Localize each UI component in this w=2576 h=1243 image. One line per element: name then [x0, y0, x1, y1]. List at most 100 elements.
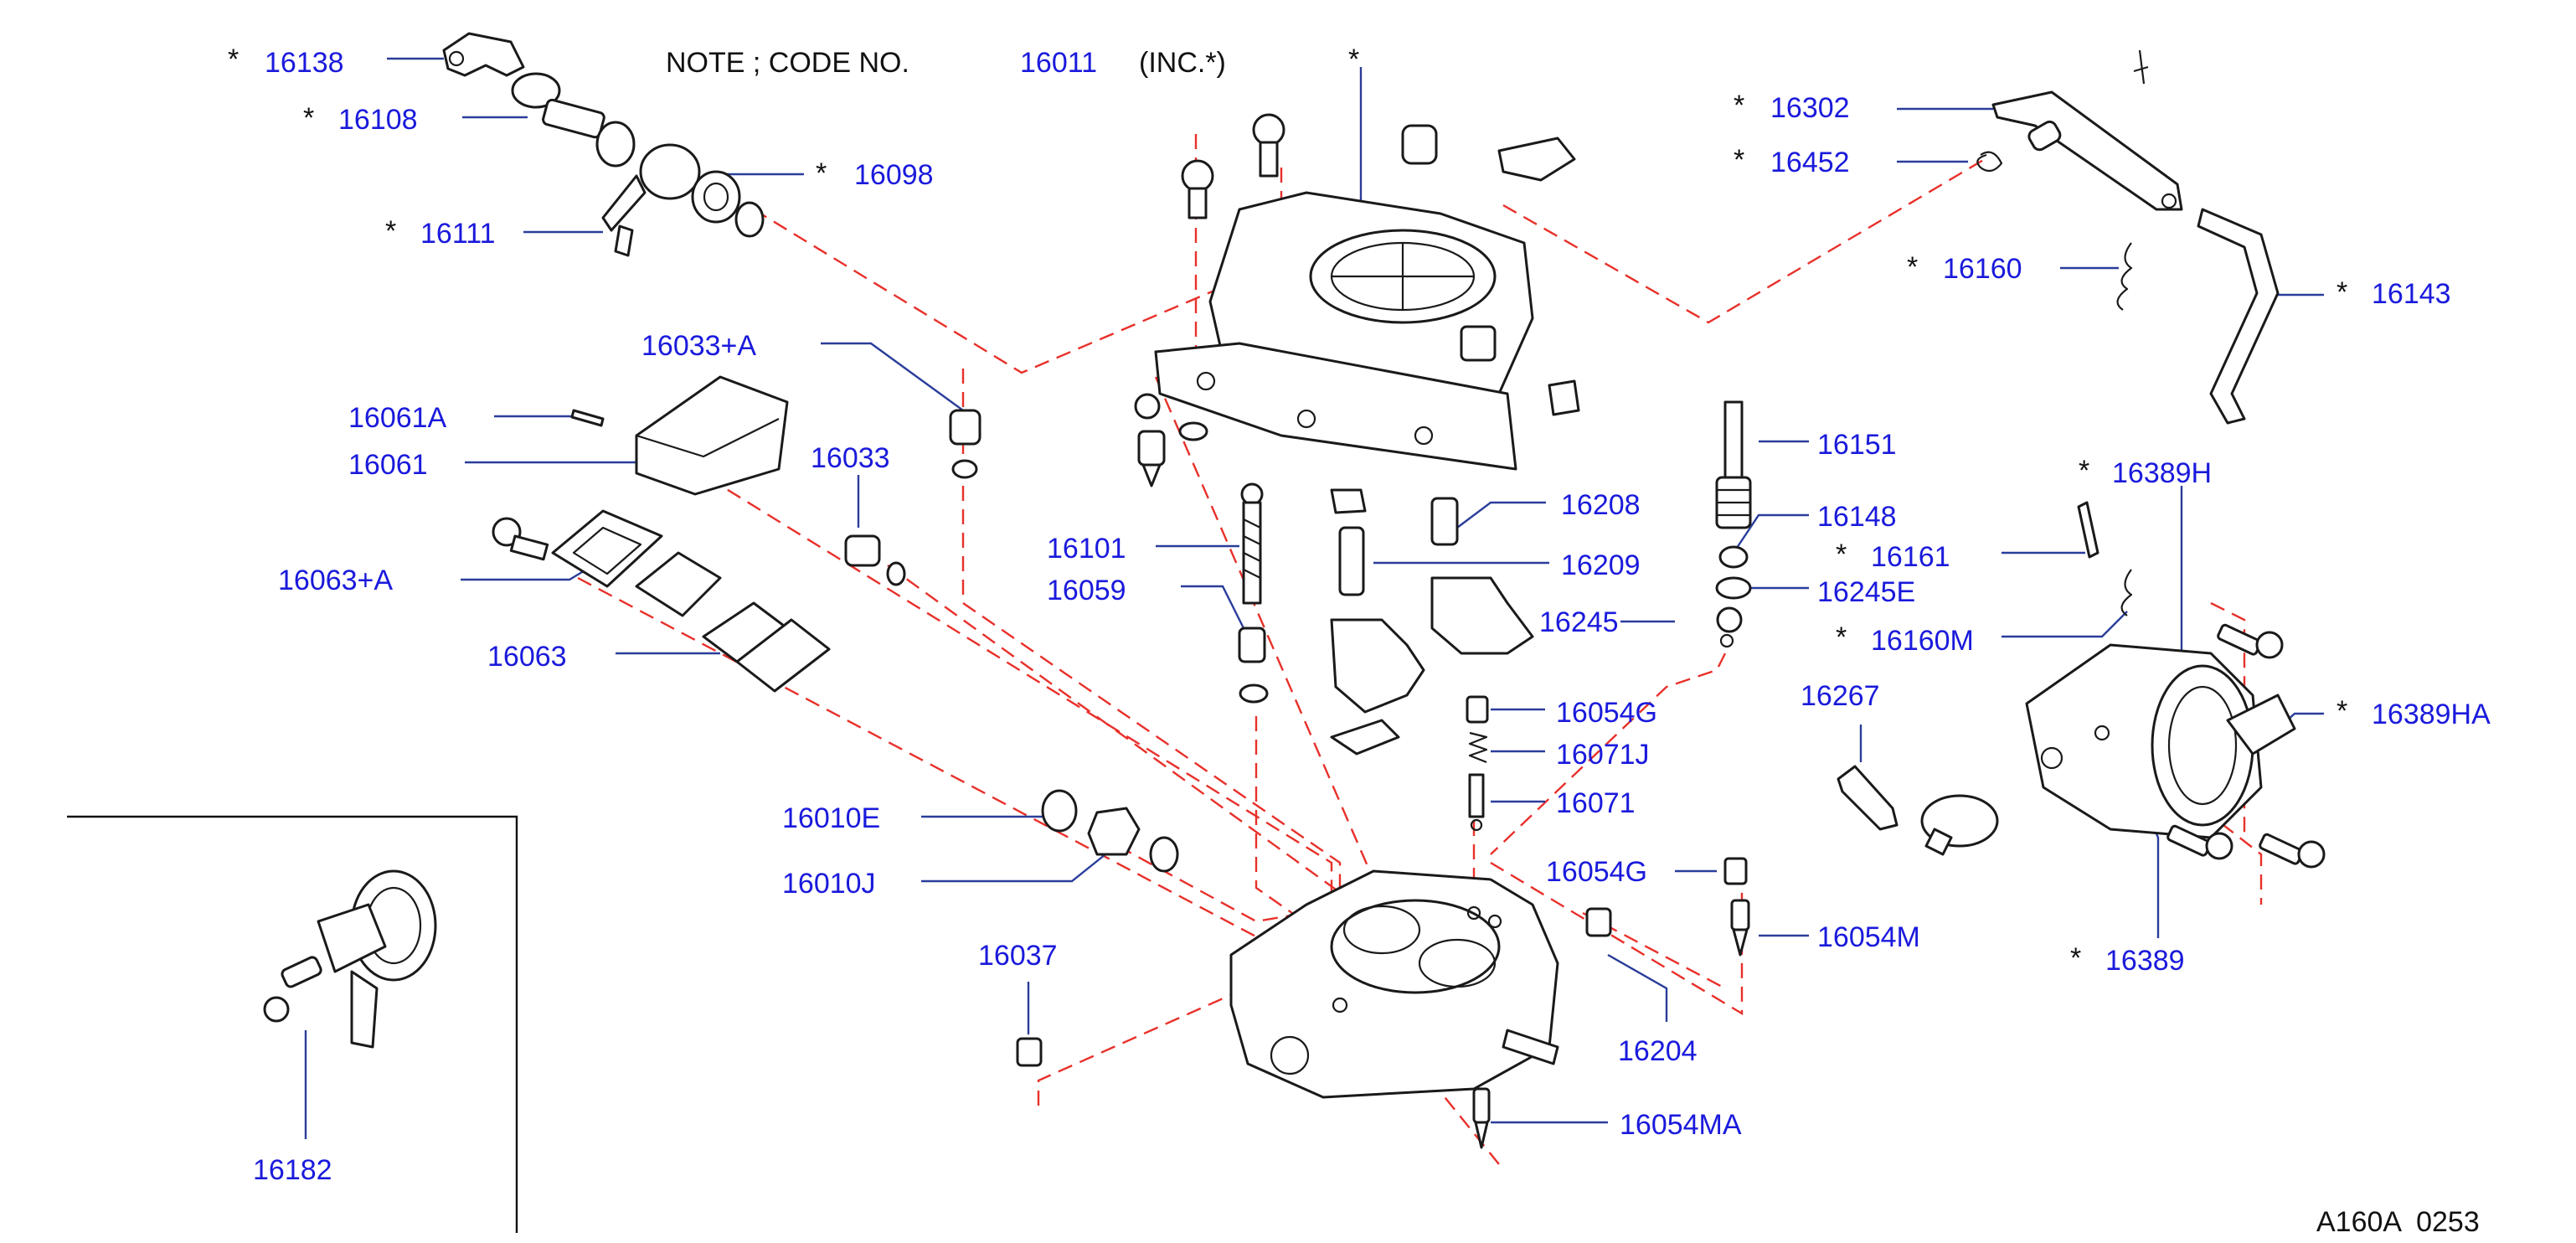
part-16160-spring[interactable]: [2116, 242, 2133, 311]
part-16161-pin[interactable]: [2077, 501, 2099, 559]
label-16059[interactable]: 16059: [1047, 575, 1126, 606]
label-16302[interactable]: 16302: [1770, 92, 1850, 124]
label-16143[interactable]: 16143: [2372, 278, 2451, 310]
label-16071J[interactable]: 16071J: [1556, 739, 1650, 771]
part-16209[interactable]: [1338, 526, 1365, 596]
label-16033A[interactable]: 16033+A: [641, 330, 756, 362]
part-16267-hose[interactable]: [1837, 765, 1899, 831]
part-washer-c[interactable]: [1178, 421, 1208, 441]
label-16452[interactable]: 16452: [1770, 147, 1850, 178]
part-air-horn[interactable]: [1154, 191, 1534, 471]
part-16182[interactable]: [263, 869, 437, 1049]
label-16061[interactable]: 16061: [348, 449, 428, 481]
part-washer-16059[interactable]: [1239, 683, 1269, 704]
part-16054MA[interactable]: [1472, 1087, 1491, 1149]
part-16010J[interactable]: [1087, 807, 1179, 873]
note-header: NOTE ; CODE NO. 16011 (INC.*): [666, 47, 1226, 79]
part-16389-diaphragm[interactable]: [2025, 643, 2296, 839]
label-16204[interactable]: 16204: [1618, 1035, 1698, 1067]
label-16389HA[interactable]: 16389HA: [2372, 699, 2491, 730]
part-16037[interactable]: [1016, 1037, 1043, 1067]
part-16208[interactable]: [1330, 488, 1459, 546]
label-16061A[interactable]: 16061A: [348, 402, 447, 434]
label-16245E[interactable]: 16245E: [1817, 576, 1915, 608]
label-16111[interactable]: 16111: [420, 218, 496, 250]
part-16033[interactable]: [844, 534, 906, 586]
part-16148[interactable]: [1718, 545, 1749, 569]
part-16061[interactable]: [635, 375, 789, 496]
part-16059[interactable]: [1238, 627, 1266, 663]
asterisk-16098: *: [816, 157, 827, 189]
label-16071[interactable]: 16071: [1556, 787, 1636, 819]
part-16010E[interactable]: [1041, 789, 1078, 833]
asterisk-airhorn: *: [1348, 44, 1359, 75]
label-16245[interactable]: 16245: [1539, 606, 1619, 638]
label-16160M[interactable]: 16160M: [1871, 625, 1974, 657]
label-16033[interactable]: 16033: [811, 442, 890, 474]
part-16204[interactable]: [1585, 907, 1612, 937]
label-16208[interactable]: 16208: [1561, 489, 1641, 521]
part-16452-spring[interactable]: [1976, 151, 2003, 173]
label-16148[interactable]: 16148: [1817, 501, 1897, 533]
label-16101[interactable]: 16101: [1047, 533, 1126, 565]
part-16071-needle[interactable]: [1468, 773, 1485, 832]
part-throttle-body[interactable]: [1229, 869, 1559, 1099]
part-16054G-a[interactable]: [1466, 695, 1489, 724]
part-o-ring-a[interactable]: [734, 201, 765, 238]
label-16063[interactable]: 16063: [487, 641, 567, 673]
label-16209[interactable]: 16209: [1561, 549, 1641, 581]
label-16010E[interactable]: 16010E: [782, 802, 880, 834]
dashed-line-16033: [887, 565, 1358, 905]
part-vacuum-actuator[interactable]: [1920, 794, 1999, 856]
label-16054M[interactable]: 16054M: [1817, 921, 1920, 953]
label-16389H[interactable]: 16389H: [2112, 457, 2212, 489]
label-16098[interactable]: 16098: [854, 159, 934, 191]
part-16151[interactable]: [1715, 400, 1752, 529]
part-16061A-pin[interactable]: [570, 409, 605, 427]
part-top-fittings[interactable]: [1181, 113, 1580, 416]
part-needle-valve[interactable]: [1137, 430, 1166, 487]
part-washer-b[interactable]: [1134, 393, 1161, 420]
part-diaphragm-screws[interactable]: [2166, 623, 2326, 869]
part-bolt-left[interactable]: [492, 517, 549, 561]
part-16160M-spring[interactable]: [2120, 569, 2133, 616]
part-16054M[interactable]: [1730, 899, 1750, 957]
label-16054G-lower[interactable]: 16054G: [1546, 856, 1647, 888]
label-16054G-upper[interactable]: 16054G: [1556, 697, 1657, 729]
part-16054G-b[interactable]: [1723, 857, 1748, 885]
part-choke-coil[interactable]: [691, 170, 741, 224]
label-16151[interactable]: 16151: [1817, 429, 1897, 461]
label-16037[interactable]: 16037: [978, 940, 1058, 972]
label-16160[interactable]: 16160: [1943, 253, 2022, 285]
label-16138[interactable]: 16138: [265, 47, 344, 79]
label-16389[interactable]: 16389: [2105, 945, 2185, 977]
label-16054MA[interactable]: 16054MA: [1620, 1109, 1742, 1141]
part-16033A[interactable]: [949, 409, 981, 479]
label-16108[interactable]: 16108: [338, 104, 418, 136]
part-16063A[interactable]: [551, 509, 663, 588]
asterisk-16108: *: [303, 102, 314, 134]
part-16101[interactable]: [1240, 482, 1264, 605]
part-16302-link[interactable]: [1991, 90, 2183, 211]
part-16063-gaskets[interactable]: [635, 551, 831, 693]
label-16267[interactable]: 16267: [1801, 680, 1880, 712]
part-16143-rod[interactable]: [2197, 208, 2280, 425]
part-16245E[interactable]: [1715, 576, 1752, 600]
dashed-line-gasket: [577, 576, 1307, 965]
part-choke-housing[interactable]: [601, 143, 701, 257]
part-16071J-spring[interactable]: [1468, 731, 1488, 764]
leader-lines: [304, 57, 2324, 1139]
part-pump-ball[interactable]: [1716, 606, 1743, 633]
asterisk-16143: *: [2336, 276, 2347, 308]
label-16063A[interactable]: 16063+A: [278, 565, 393, 596]
dashed-line-16010J: [1117, 844, 1307, 923]
label-16182[interactable]: 16182: [253, 1154, 332, 1186]
part-washer-a[interactable]: [595, 121, 636, 168]
part-choke-bracket[interactable]: [442, 32, 525, 77]
note-code[interactable]: 16011: [1020, 47, 1097, 79]
label-16010J[interactable]: 16010J: [782, 868, 876, 900]
label-16161[interactable]: 16161: [1871, 541, 1950, 573]
part-16245[interactable]: [1330, 576, 1534, 756]
part-bolt-16108[interactable]: [511, 72, 605, 139]
